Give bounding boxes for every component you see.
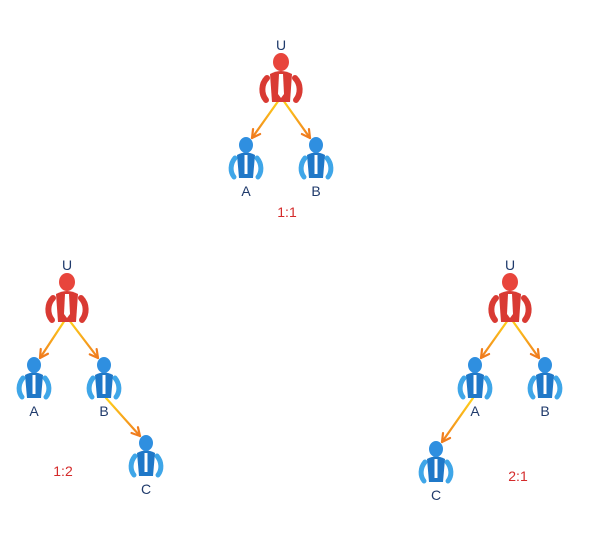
ratio-label-1: 1:2	[53, 463, 73, 479]
person-a-icon-0	[228, 137, 264, 180]
person-b-icon-2	[527, 357, 563, 400]
ratio-label-0: 1:1	[277, 204, 297, 220]
person-a-icon-1	[16, 357, 52, 400]
person-u-icon-1	[45, 273, 89, 323]
person-c-icon-2	[418, 441, 454, 484]
edge-u-to-b-arrow-1	[67, 318, 100, 360]
node-label-b-0: B	[311, 183, 320, 199]
node-label-a-1: A	[29, 403, 39, 419]
ratio-label-2: 2:1	[508, 468, 528, 484]
edge-u-to-b-arrow-2	[510, 318, 541, 360]
node-label-c-2: C	[431, 487, 441, 503]
node-label-u-0: U	[276, 37, 286, 53]
edge-u-to-a-arrow-1	[38, 318, 67, 360]
node-label-b-1: B	[99, 403, 108, 419]
nodes-layer	[16, 53, 563, 484]
node-label-u-2: U	[505, 257, 515, 273]
node-label-a-0: A	[241, 183, 251, 199]
person-c-icon-1	[128, 435, 164, 478]
edge-u-to-a-arrow-0	[250, 98, 281, 140]
node-label-a-2: A	[470, 403, 480, 419]
node-label-c-1: C	[141, 481, 151, 497]
edge-u-to-a-arrow-2	[479, 318, 510, 360]
edge-b-to-c-arrow-1	[104, 396, 142, 438]
node-label-u-1: U	[62, 257, 72, 273]
person-b-icon-1	[86, 357, 122, 400]
node-label-b-2: B	[540, 403, 549, 419]
edges-layer	[38, 98, 541, 444]
person-u-icon-0	[259, 53, 303, 103]
person-a-icon-2	[457, 357, 493, 400]
edge-u-to-b-arrow-0	[281, 98, 312, 140]
edge-a-to-c-arrow-2	[440, 396, 475, 444]
person-u-icon-2	[488, 273, 532, 323]
person-b-icon-0	[298, 137, 334, 180]
